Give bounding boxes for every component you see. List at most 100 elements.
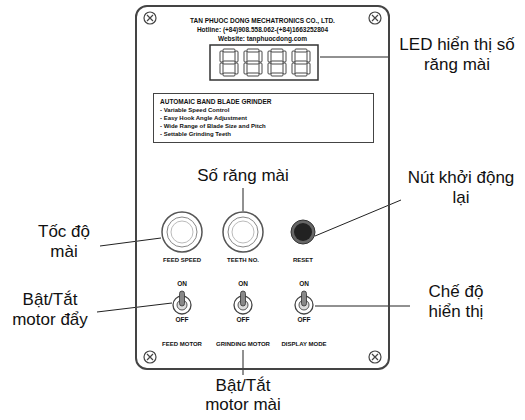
callout-label: Tốc độ mài (28, 222, 100, 262)
led-segment (259, 51, 262, 62)
led-segment (271, 49, 283, 52)
led-segment (235, 51, 238, 62)
screw (369, 12, 381, 24)
screw-head (369, 12, 381, 24)
screw-slot (147, 15, 153, 21)
led-segment (295, 49, 307, 52)
led-segment (223, 73, 235, 76)
led-segment (220, 51, 223, 62)
led-segment (283, 63, 286, 74)
led-segment (295, 73, 307, 76)
screw-slot (147, 354, 153, 360)
screw-head (369, 351, 381, 363)
screw-head (144, 12, 156, 24)
screw (144, 12, 156, 24)
screw-slot (372, 354, 378, 360)
button-cap (294, 223, 312, 241)
toggle-switch (295, 291, 313, 314)
led-digit (292, 49, 310, 76)
panel-marking: OFF (162, 316, 202, 324)
led-segment (244, 63, 247, 74)
led-segment (247, 61, 259, 64)
knob-outer (162, 212, 202, 252)
panel-marking: OFF (223, 316, 263, 324)
panel-marking: ON (284, 280, 324, 288)
screws (144, 12, 381, 363)
screw-head (144, 351, 156, 363)
led-segment (268, 51, 271, 62)
led-segment (307, 51, 310, 62)
leader-line (243, 188, 244, 211)
knob-cap (232, 221, 254, 243)
body-text: - Easy Hook Angle Adjustment (160, 114, 367, 122)
led-segment (283, 51, 286, 62)
heading-text: AUTOMAIC BAND BLADE GRINDER (160, 97, 367, 106)
body-text: - Settable Grinding Teeth (160, 130, 367, 138)
led-segment (292, 63, 295, 74)
callout-label: Bật/Tắt motor đẩy (4, 290, 96, 330)
led-segment (307, 63, 310, 74)
led-segment (295, 61, 307, 64)
led-segment (259, 63, 262, 74)
body-text: Hotline: (+84)908.558.062-(+84)166325280… (137, 25, 388, 34)
body-text: Website: tanphuocdong.com (137, 34, 388, 43)
led-segment (244, 51, 247, 62)
body-text: - Wide Range of Blade Size and Pitch (160, 122, 367, 130)
led-digit (268, 49, 286, 76)
reset-button (291, 220, 315, 244)
leader-line (315, 306, 410, 307)
toggle-switches (173, 291, 313, 314)
teeth-no-knob (223, 212, 263, 252)
leader-line (243, 350, 244, 375)
leader-lines (97, 57, 410, 375)
led-digit (220, 49, 238, 76)
control-panel: TAN PHUOC DONG MECHATRONICS CO., LTD.Hot… (135, 5, 390, 370)
led-segment (247, 49, 259, 52)
knob-inner (167, 217, 197, 247)
button-ring (291, 220, 315, 244)
panel-marking: OFF (284, 316, 324, 324)
screw-slot (372, 15, 378, 21)
led-segment (268, 63, 271, 74)
heading-text: TAN PHUOC DONG MECHATRONICS CO., LTD. (137, 16, 388, 25)
led-segment (223, 49, 235, 52)
panel-marking: TEETH NO. (208, 256, 278, 264)
feed-speed-knob (162, 212, 202, 252)
panel-marking: ON (162, 280, 202, 288)
led-segment (220, 63, 223, 74)
leader-line (100, 238, 161, 246)
callout-label: Bật/Tắt motor mài (193, 376, 293, 414)
switch-lever (241, 291, 246, 306)
toggle-switch (173, 291, 191, 314)
led-segment (271, 73, 283, 76)
switch-lever (180, 291, 185, 306)
panel-marking: ON (223, 280, 263, 288)
screw (144, 351, 156, 363)
panel-marking: FEED SPEED (147, 256, 217, 264)
switch-lever (302, 291, 307, 306)
callout-label: Số răng mài (193, 166, 293, 186)
screw (369, 351, 381, 363)
panel-marking: FEED MOTOR (142, 340, 222, 348)
led-segment (247, 73, 259, 76)
description-box: AUTOMAIC BAND BLADE GRINDER- Variable Sp… (153, 93, 374, 143)
toggle-switch (234, 291, 252, 314)
led-segment (271, 61, 283, 64)
led-digit (244, 49, 262, 76)
knob-cap (171, 221, 193, 243)
panel-marking: DISPLAY MODE (264, 340, 344, 348)
callout-label: Chế độ hiển thị (413, 282, 499, 322)
led-display (210, 45, 318, 80)
led-segment (223, 61, 235, 64)
callout-label: LED hiển thị số răng mài (393, 35, 521, 75)
led-segment (292, 51, 295, 62)
knob-outer (223, 212, 263, 252)
body-text: - Variable Speed Control (160, 106, 367, 114)
panel-marking: GRINDING MOTOR (198, 340, 288, 348)
panel-marking: RESET (268, 256, 338, 264)
knob-inner (228, 217, 258, 247)
led-digits (220, 49, 310, 76)
led-segment (235, 63, 238, 74)
leader-line (320, 57, 390, 58)
